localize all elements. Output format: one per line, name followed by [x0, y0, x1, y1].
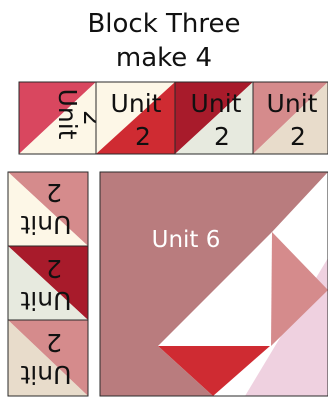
unit-6: Unit 6: [100, 172, 328, 396]
left-unit-1-label-word: Unit: [20, 210, 71, 239]
top-unit-2-label-word: Unit: [111, 89, 162, 118]
left-unit-2: 2 Unit: [8, 246, 88, 320]
left-unit-2-label-number: 2: [46, 254, 62, 283]
top-unit-4-label-word: Unit: [267, 89, 318, 118]
top-unit-1: Unit 2: [19, 82, 107, 154]
top-unit-4-label-number: 2: [290, 122, 306, 151]
left-unit-3-label-word: Unit: [20, 360, 71, 389]
left-unit-3-label-number: 2: [46, 328, 62, 357]
top-unit-2: Unit 2: [96, 82, 175, 154]
left-column: 2 Unit 2 Unit 2 Unit: [8, 172, 88, 396]
top-unit-4: Unit 2: [253, 82, 328, 154]
left-unit-2-label-word: Unit: [20, 286, 71, 315]
left-unit-3: 2 Unit: [8, 320, 88, 396]
left-unit-1: 2 Unit: [8, 172, 88, 246]
top-unit-3-label-word: Unit: [191, 89, 242, 118]
top-unit-3: Unit 2: [175, 82, 253, 154]
top-unit-2-label-number: 2: [135, 122, 151, 151]
unit-6-label: Unit 6: [152, 227, 221, 253]
left-unit-1-label-number: 2: [46, 178, 62, 207]
top-unit-1-label-word: Unit: [53, 89, 82, 140]
top-unit-3-label-number: 2: [214, 122, 230, 151]
top-row: Unit 2 Unit 2 Unit 2 Unit 2: [19, 82, 328, 154]
